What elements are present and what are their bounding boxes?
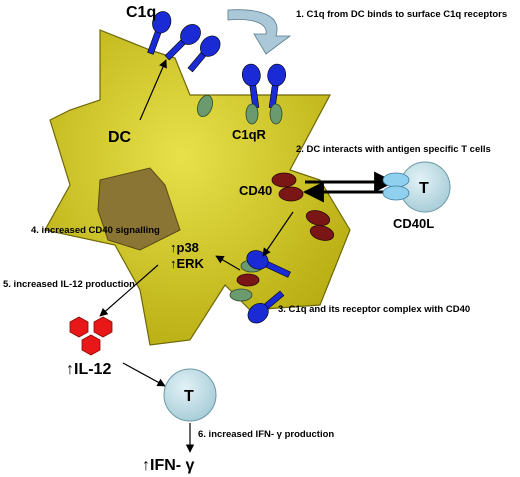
- cd40l-molecule: [382, 185, 410, 201]
- t-cell: [163, 368, 217, 422]
- c1q-molecule: [164, 24, 201, 61]
- c1q-label: C1q: [126, 4, 156, 21]
- step-6-text: 6. increased IFN- γ production: [198, 429, 334, 440]
- arrow-cd40-to-complex: [262, 211, 294, 257]
- c1q-bound-molecule: [247, 290, 285, 324]
- cd40-label: CD40: [239, 183, 272, 198]
- dc-label: DC: [108, 129, 132, 146]
- dendritic-cell-body: [44, 29, 351, 346]
- erk-label: ↑ERK: [170, 256, 205, 271]
- cd40-molecule: [305, 210, 331, 226]
- cd40-molecule: [236, 273, 260, 287]
- c1q-receptor: [197, 94, 213, 118]
- step-3-text: 3. C1q and its receptor complex with CD4…: [278, 304, 470, 315]
- cd40l-molecule: [382, 172, 410, 188]
- cd40-molecule: [309, 225, 335, 241]
- step-4-text: 4. increased CD40 signalling: [31, 225, 160, 236]
- arrow-dc-to-c1q: [139, 59, 167, 121]
- step-2-text: 2. DC interacts with antigen specific T …: [296, 144, 491, 155]
- cd40l-label: CD40L: [393, 216, 434, 231]
- c1q-molecule: [187, 35, 221, 73]
- c1q-receptor: [269, 103, 283, 125]
- arrow-complex-to-signalling: [215, 255, 241, 271]
- il12-label: ↑IL-12: [66, 361, 111, 378]
- c1q-molecule: [147, 11, 172, 55]
- c1q-bound-molecule: [241, 63, 261, 109]
- il12-hexagon: [81, 334, 101, 356]
- nucleus: [97, 167, 181, 251]
- arrow-to-il12: [99, 264, 159, 317]
- ifn-gamma-label: ↑IFN- γ: [142, 457, 195, 474]
- t-cell-label: T: [184, 388, 194, 405]
- c1qr-label: C1qR: [232, 127, 267, 142]
- cd40-molecule: [271, 172, 297, 188]
- c1q-receptor: [229, 288, 253, 302]
- p38-label: ↑p38: [170, 240, 199, 255]
- arrow-il12-to-tcell: [122, 362, 166, 387]
- step-1-text: 1. C1q from DC binds to surface C1q rece…: [296, 9, 507, 20]
- il12-hexagon: [93, 316, 113, 338]
- step-5-text: 5. increased IL-12 production: [3, 279, 135, 290]
- c1q-receptor: [245, 103, 259, 125]
- il12-hexagon: [69, 316, 89, 338]
- cd40-molecule: [278, 186, 304, 202]
- curved-arrow: [227, 9, 292, 55]
- t-cell-label: T: [419, 180, 429, 197]
